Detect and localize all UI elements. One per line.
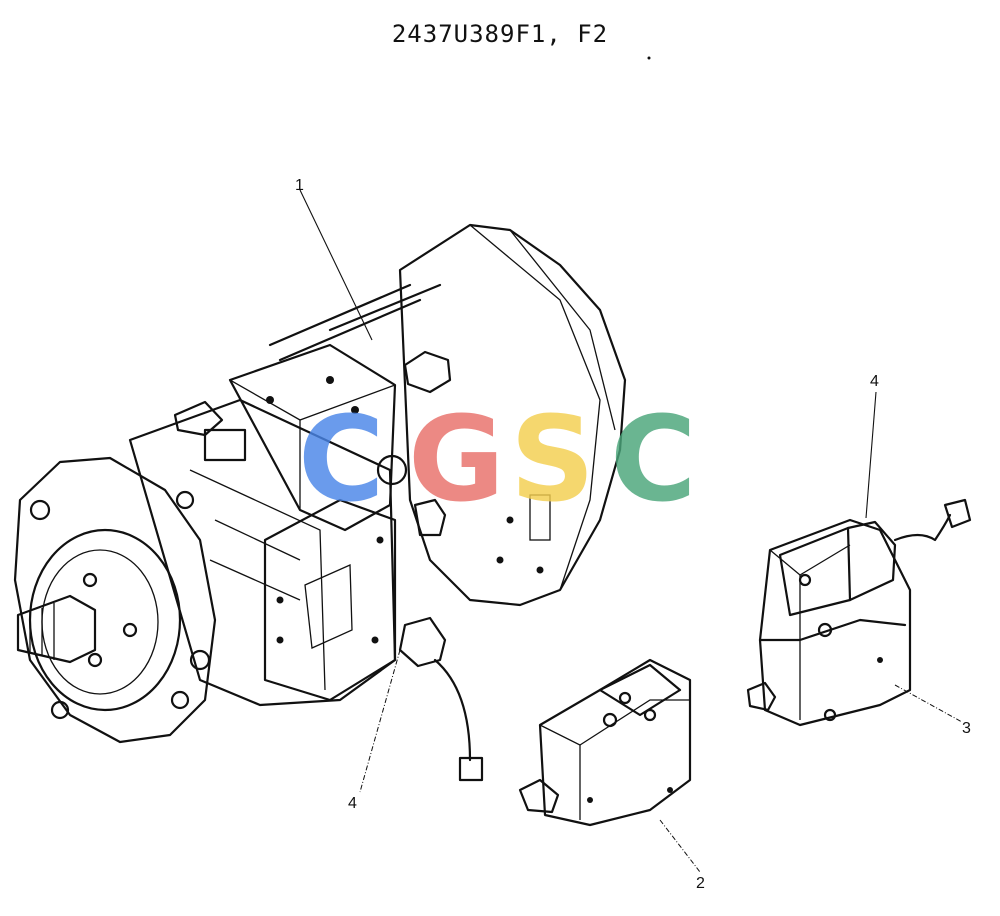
regulator-part-2 xyxy=(518,658,692,827)
leader-line-1 xyxy=(299,189,373,341)
diagram-title: 2437U389F1, F2 xyxy=(391,20,609,48)
regulator-part-3 xyxy=(746,498,972,727)
leader-line-4-top xyxy=(865,391,877,519)
watermark-letter-g: G xyxy=(408,390,505,528)
watermark-letter-c1: C xyxy=(298,390,385,528)
callout-4-bottom: 4 xyxy=(348,795,357,812)
watermark-letter-c2: C xyxy=(610,390,697,528)
main-pump-assembly xyxy=(13,223,627,782)
leader-line-3 xyxy=(894,684,963,723)
leader-line-2 xyxy=(659,819,701,873)
leader-line-4-bottom xyxy=(359,649,401,793)
callout-2: 2 xyxy=(696,875,705,892)
callout-1: 1 xyxy=(295,177,304,194)
callout-3: 3 xyxy=(962,720,971,737)
watermark-letter-s: S xyxy=(510,390,595,528)
callout-4-top: 4 xyxy=(870,373,879,390)
